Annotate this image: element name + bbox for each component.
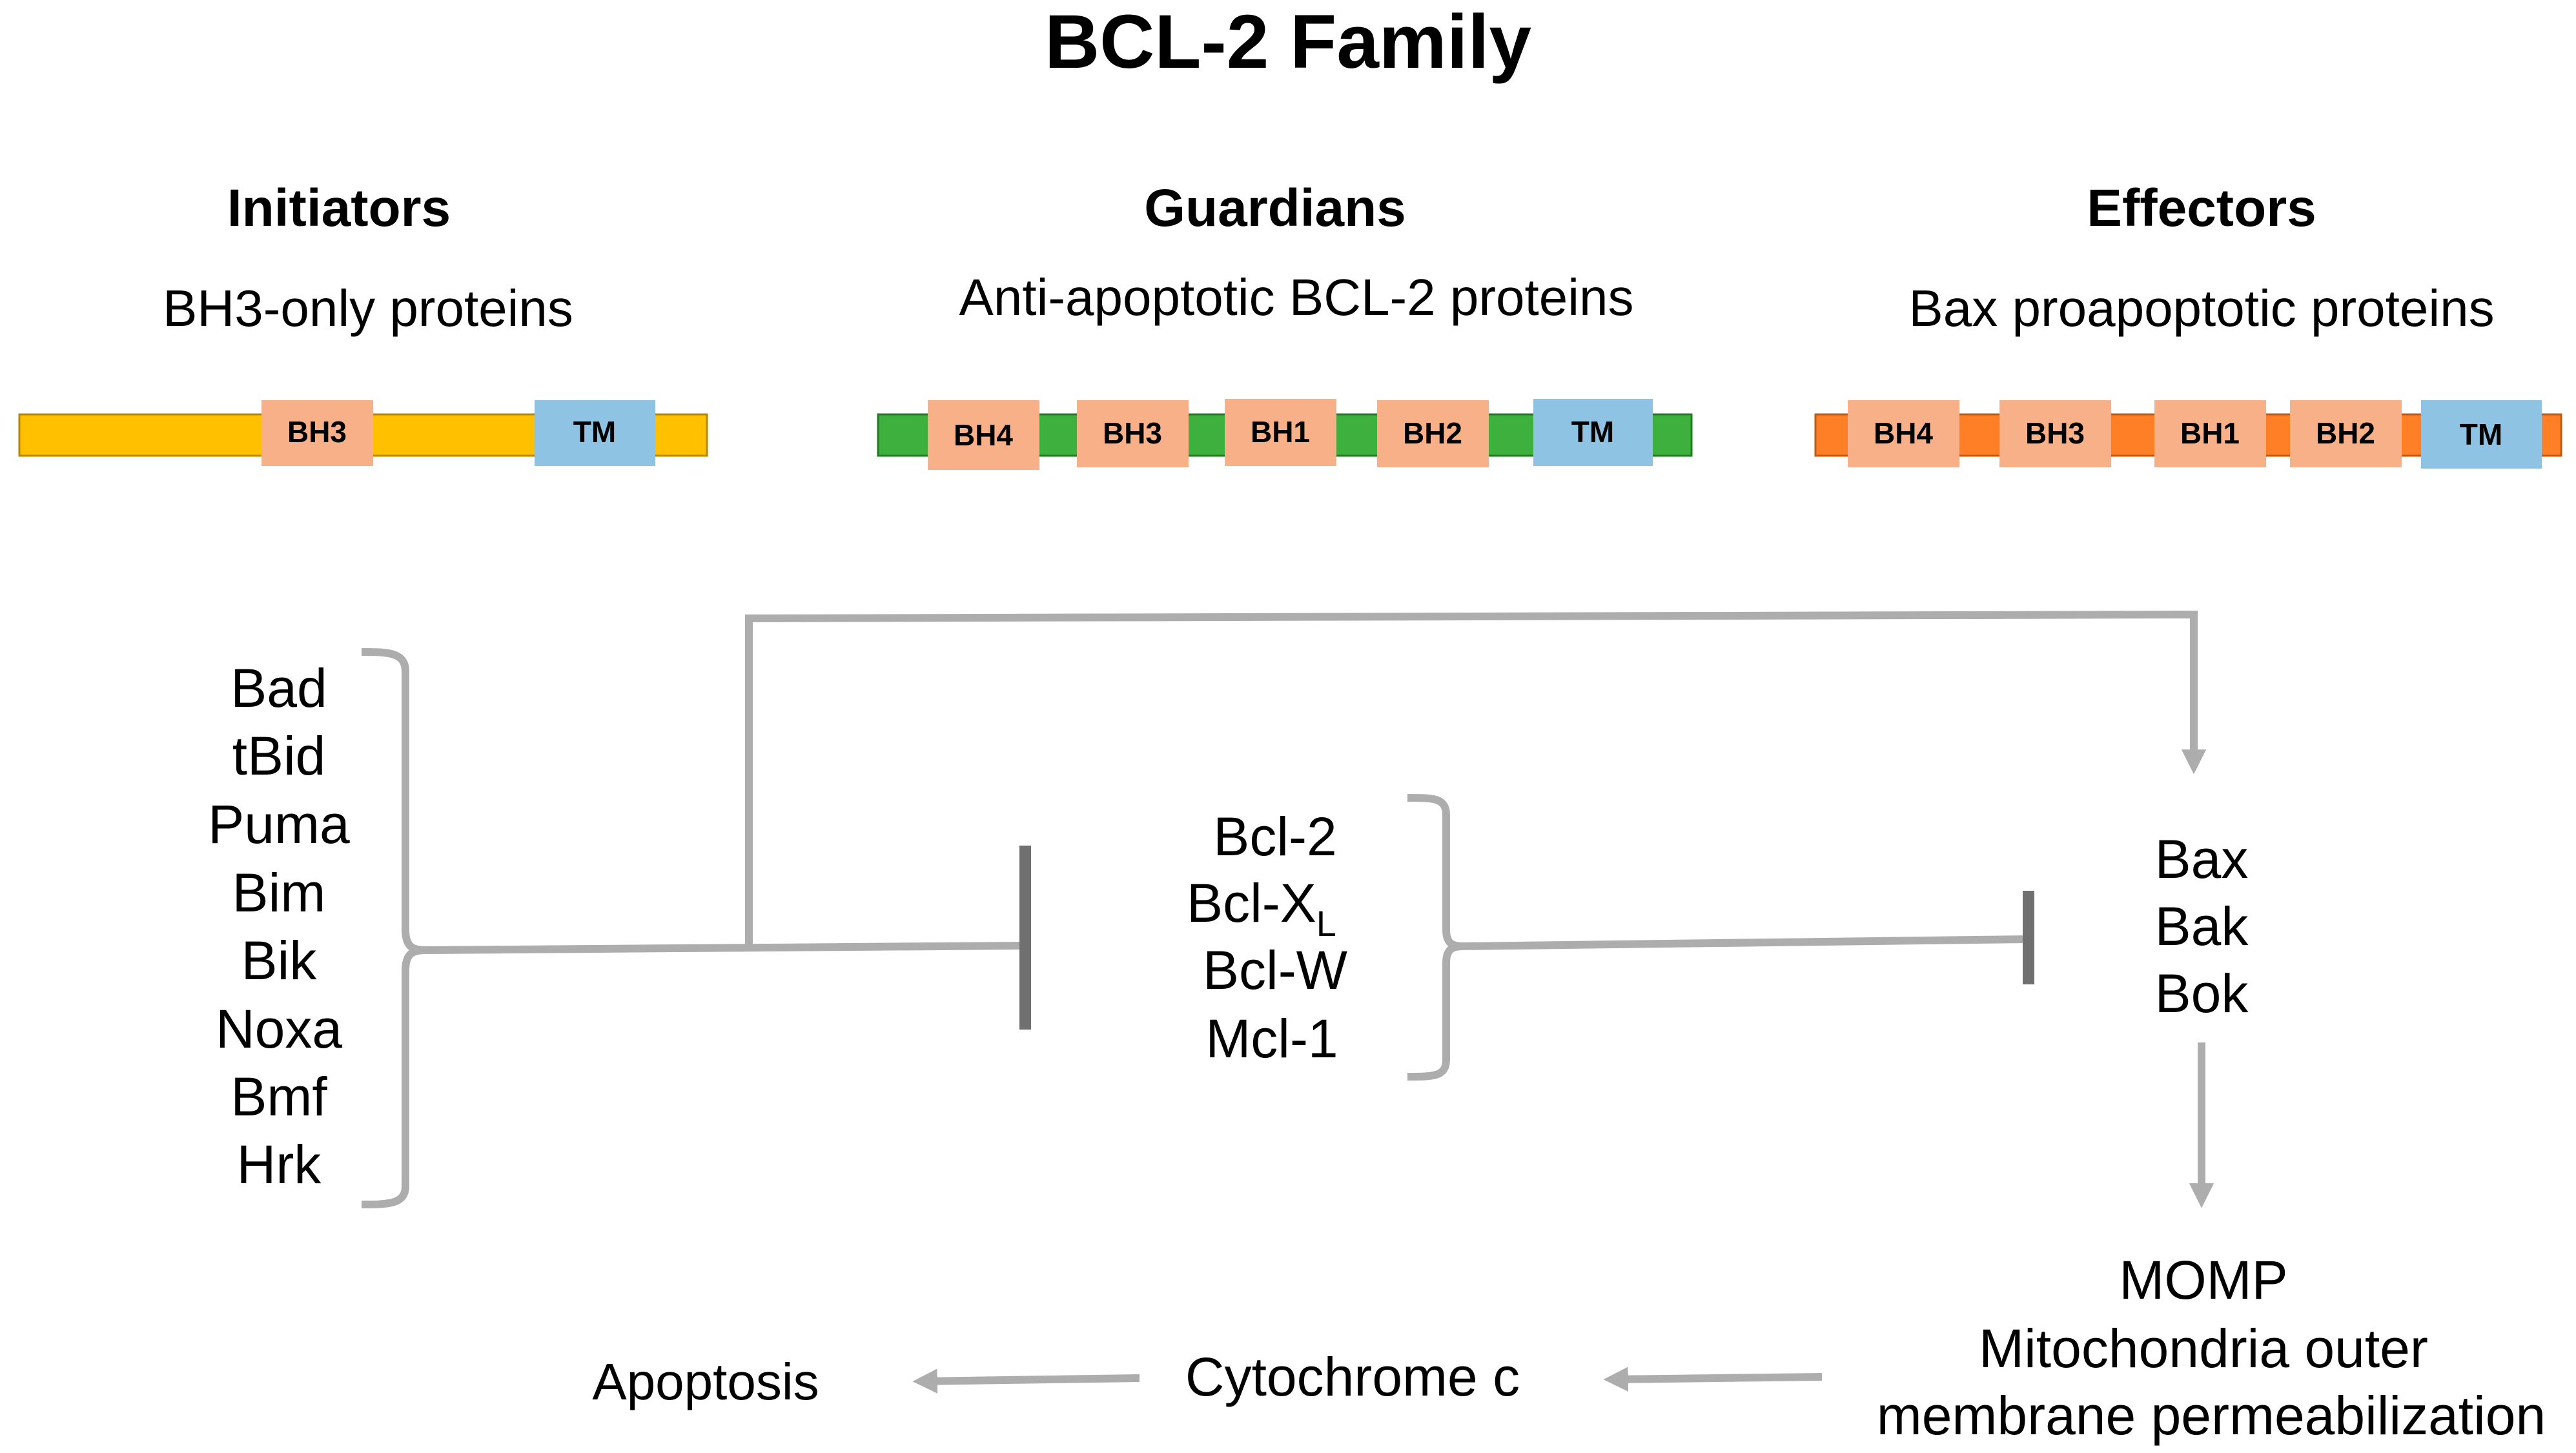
- diagram-title: BCL-2 Family: [1045, 0, 1531, 85]
- momp-line-2: Mitochondria outer: [1979, 1318, 2428, 1379]
- effectors-heading: Effectors: [2087, 179, 2316, 238]
- guardian-bh3-label: BH3: [1103, 416, 1162, 450]
- guardian-bh1-label: BH1: [1251, 415, 1310, 449]
- guardian-tm-domain: [1533, 399, 1653, 466]
- momp-to-cytochrome-arrow: [1603, 1367, 1823, 1392]
- initiator-member: Bik: [241, 930, 318, 991]
- effector-member: Bak: [2155, 896, 2249, 957]
- initiator-member: Bim: [232, 862, 326, 923]
- initiator-bracket: [361, 648, 427, 1208]
- initiator-to-guardian-connector: [424, 942, 1026, 954]
- guardian-domain-bar: BH4 BH3 BH1 BH2 TM: [877, 399, 1693, 470]
- guardian-member-list: Bcl-2 Bcl-XL Bcl-W Mcl-1: [1187, 806, 1347, 1069]
- effector-bh4-label: BH4: [1874, 416, 1933, 450]
- effector-member: Bok: [2155, 963, 2249, 1024]
- guardian-to-effector-connector: [1460, 935, 2029, 950]
- effector-member: Bax: [2155, 829, 2249, 889]
- guardian-member: Bcl-2: [1213, 806, 1336, 867]
- effector-domain-bar: BH4 BH3 BH1 BH2 TM: [1814, 400, 2562, 469]
- guardian-bh4-label: BH4: [954, 418, 1013, 452]
- initiator-member: Bmf: [230, 1066, 327, 1127]
- effector-tm-domain: [2421, 400, 2542, 469]
- initiator-bh3-domain: [261, 400, 373, 466]
- cytochrome-c-label: Cytochrome c: [1185, 1346, 1520, 1407]
- effector-member-list: Bax Bak Bok: [2155, 829, 2249, 1024]
- initiator-tm-domain: [535, 400, 655, 466]
- guardian-bracket: [1407, 794, 1464, 1081]
- initiator-member: tBid: [232, 726, 326, 786]
- initiator-member: Hrk: [237, 1134, 322, 1195]
- guardian-member-bclx-subscript: L: [1316, 903, 1336, 944]
- guardians-heading: Guardians: [1144, 179, 1406, 238]
- initiator-member-list: Bad tBid Puma Bim Bik Noxa Bmf Hrk: [208, 658, 350, 1195]
- apoptosis-label: Apoptosis: [592, 1353, 819, 1410]
- guardian-member-bclxl: Bcl-XL: [1187, 873, 1336, 944]
- initiator-tm-label: TM: [573, 415, 616, 449]
- momp-line-1: MOMP: [2119, 1250, 2287, 1310]
- initiator-member: Bad: [230, 658, 327, 718]
- momp-label: MOMP Mitochondria outer membrane permeab…: [1877, 1250, 2546, 1446]
- guardians-subtitle: Anti-apoptotic BCL-2 proteins: [959, 269, 1634, 326]
- effectors-subtitle: Bax proapoptotic proteins: [1908, 279, 2494, 337]
- cytochrome-to-apoptosis-arrow: [912, 1368, 1140, 1394]
- effector-bh3-label: BH3: [2025, 416, 2085, 450]
- effector-bh2-label: BH2: [2316, 416, 2375, 450]
- guardian-bh2-label: BH2: [1403, 416, 1462, 450]
- guardian-bh1-domain: [1225, 399, 1336, 466]
- guardian-bh2-domain: [1377, 400, 1489, 467]
- effector-bh1-label: BH1: [2180, 416, 2240, 450]
- guardian-bh3-domain: [1077, 400, 1189, 467]
- guardian-tm-label: TM: [1571, 415, 1614, 449]
- initiator-to-effector-arrow: [745, 610, 2207, 948]
- effector-tm-label: TM: [2460, 418, 2502, 451]
- guardian-bh4-domain: [928, 400, 1039, 470]
- guardian-member: Bcl-W: [1203, 940, 1347, 1001]
- initiator-domain-bar: BH3 TM: [18, 400, 708, 466]
- momp-line-3: membrane permeabilization: [1877, 1385, 2546, 1446]
- guardian-member-bclx: Bcl-X: [1187, 873, 1316, 933]
- initiator-member: Puma: [208, 794, 350, 855]
- initiator-member: Noxa: [216, 999, 342, 1059]
- initiator-bh3-label: BH3: [287, 415, 347, 449]
- guardian-member: Mcl-1: [1205, 1008, 1338, 1069]
- effector-bh4-domain: [1848, 400, 1959, 467]
- effector-bh2-domain: [2290, 400, 2402, 467]
- effector-bh1-domain: [2154, 400, 2266, 467]
- effector-bh3-domain: [1999, 400, 2111, 467]
- initiators-heading: Initiators: [227, 179, 451, 238]
- initiators-subtitle: BH3-only proteins: [163, 279, 573, 337]
